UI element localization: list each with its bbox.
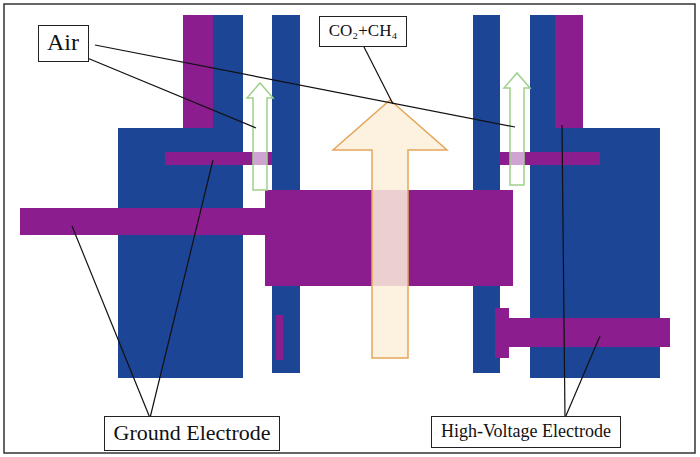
ground-plate: [183, 15, 213, 128]
stub: [276, 315, 283, 360]
leader-line: [562, 125, 565, 418]
ground-rod: [20, 208, 270, 235]
leader-line: [95, 45, 515, 127]
label-box: Ground Electrode: [104, 416, 280, 451]
label-text: Ground Electrode: [114, 420, 271, 445]
leader-line: [150, 160, 213, 418]
hv-plate: [555, 15, 583, 128]
air-flow-arrow: [247, 83, 273, 190]
leader-line: [80, 55, 256, 128]
label-box: High-Voltage Electrode: [431, 416, 621, 448]
air-flow-arrow: [504, 73, 530, 185]
frame: [4, 4, 695, 453]
gas-flow-arrow: [333, 100, 447, 358]
label-text: High-Voltage Electrode: [441, 421, 611, 442]
leader-line: [363, 45, 393, 104]
label-box: CO₂+CH₄: [319, 16, 407, 47]
label-box: Air: [38, 25, 89, 62]
label-text: CO₂+CH₄: [329, 21, 398, 41]
hv-column: [530, 15, 558, 135]
leader-line: [565, 336, 600, 418]
leader-line: [72, 226, 150, 418]
label-text: Air: [47, 29, 79, 57]
ground-block: [118, 128, 243, 378]
hv-rod: [495, 318, 670, 347]
